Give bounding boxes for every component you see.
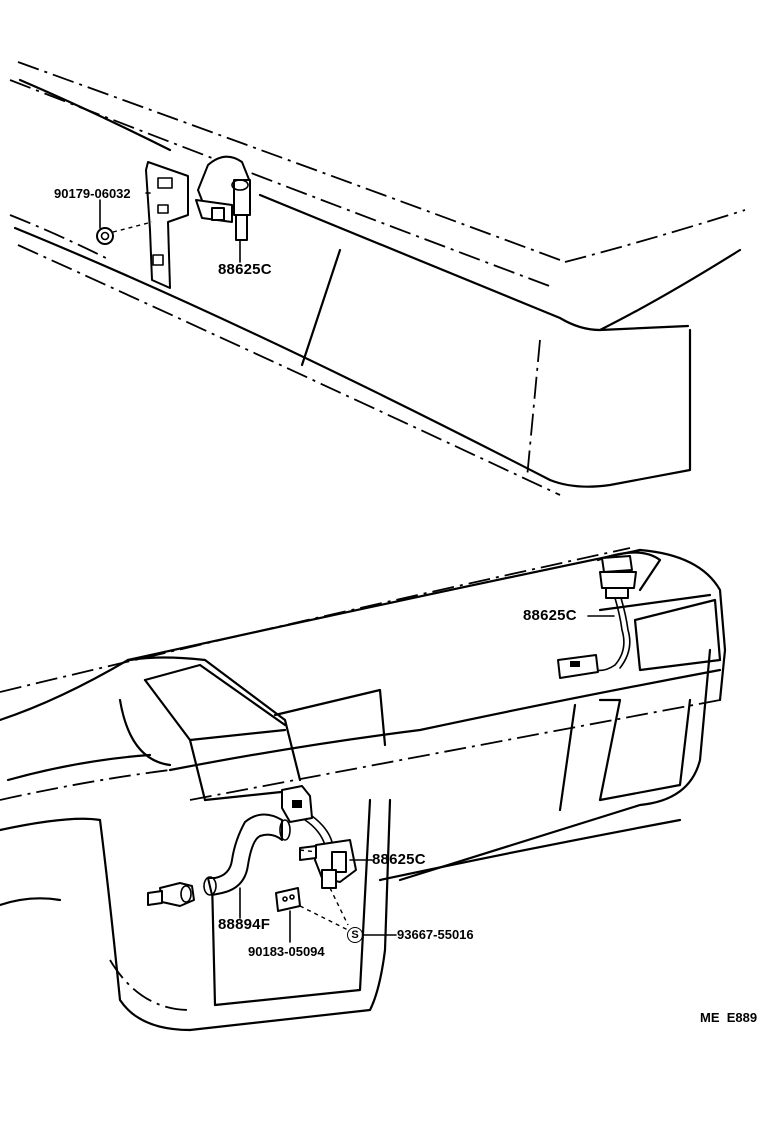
callout-hose: 88894F — [218, 916, 271, 933]
clamp — [275, 887, 301, 912]
top-bolt — [96, 221, 153, 245]
nozzle — [147, 882, 195, 907]
hose — [203, 813, 291, 896]
top-bracket — [145, 161, 189, 289]
top-sensor — [195, 155, 251, 241]
top-body-panel — [9, 61, 746, 496]
callout-screw: 93667-55016 — [397, 927, 474, 942]
screw-s-mark: S — [347, 927, 363, 943]
leader-lines — [99, 192, 615, 943]
rear-sensor — [557, 555, 637, 679]
assembly-lines — [299, 849, 349, 931]
callout-top-sensor: 88625C — [218, 261, 272, 278]
main-sensor — [281, 785, 357, 889]
callout-main-sensor: 88625C — [372, 851, 426, 868]
drawing-code: ME E889 — [700, 1010, 758, 1025]
callout-rear-sensor: 88625C — [523, 607, 577, 624]
bottom-body-panel — [0, 547, 727, 1032]
callout-clamp: 90183-05094 — [248, 944, 325, 959]
callout-top-bolt: 90179-06032 — [54, 186, 131, 201]
